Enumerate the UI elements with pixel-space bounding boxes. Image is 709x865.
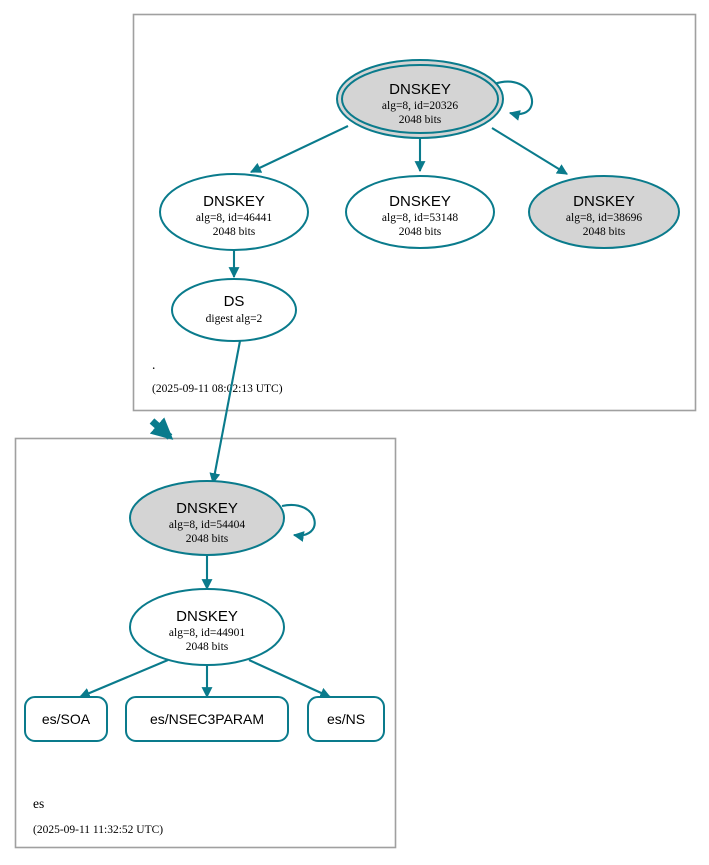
node-dnskey-54404[interactable]: DNSKEY alg=8, id=54404 2048 bits bbox=[129, 480, 316, 556]
edge-es-zsk-to-soa bbox=[78, 659, 169, 699]
node-title-54404: DNSKEY bbox=[176, 500, 238, 517]
edge-es-zsk-to-ns bbox=[248, 659, 331, 698]
node-params-ds-es: digest alg=2 bbox=[206, 313, 263, 325]
node-outline-53148 bbox=[345, 175, 495, 249]
edge-group-es bbox=[78, 555, 331, 699]
node-size-53148: 2048 bits bbox=[399, 226, 442, 238]
node-outline-ds-es bbox=[171, 278, 297, 342]
node-title-38696: DNSKEY bbox=[573, 193, 635, 210]
edge-root-ksk-to-zsk38696 bbox=[491, 127, 568, 175]
node-label-es-ns: es/NS bbox=[327, 711, 365, 727]
node-dnskey-44901[interactable]: DNSKEY alg=8, id=44901 2048 bits bbox=[129, 588, 285, 666]
node-outline-es-ns bbox=[307, 696, 385, 742]
zone-label-root: . bbox=[152, 357, 155, 372]
zone-label-es: es bbox=[33, 796, 44, 811]
node-params-46441: alg=8, id=46441 bbox=[196, 212, 272, 224]
node-size-20326: 2048 bits bbox=[399, 114, 442, 126]
node-params-53148: alg=8, id=53148 bbox=[382, 212, 458, 224]
node-size-54404: 2048 bits bbox=[186, 533, 229, 545]
node-dnskey-53148[interactable]: DNSKEY alg=8, id=53148 2048 bits bbox=[345, 175, 495, 249]
node-label-es-nsec3param: es/NSEC3PARAM bbox=[150, 711, 264, 727]
node-rrset-es-ns[interactable]: es/NS bbox=[307, 696, 385, 742]
node-outline-44901 bbox=[129, 588, 285, 666]
edge-root-ksk-to-zsk46441 bbox=[250, 125, 349, 173]
node-outline-es-nsec3param bbox=[125, 696, 289, 742]
node-outline-es-soa bbox=[24, 696, 108, 742]
self-loop-dnskey-20326 bbox=[493, 80, 534, 121]
node-label-es-soa: es/SOA bbox=[42, 711, 91, 727]
edge-zone-delegation-root-to-es bbox=[149, 417, 174, 440]
node-title-ds-es: DS bbox=[224, 293, 245, 310]
node-size-38696: 2048 bits bbox=[583, 226, 626, 238]
node-params-44901: alg=8, id=44901 bbox=[169, 627, 245, 639]
node-title-46441: DNSKEY bbox=[203, 193, 265, 210]
zone-timestamp-es: (2025-09-11 11:32:52 UTC) bbox=[33, 824, 163, 836]
node-rrset-es-nsec3param[interactable]: es/NSEC3PARAM bbox=[125, 696, 289, 742]
node-title-20326: DNSKEY bbox=[389, 81, 451, 98]
node-params-54404: alg=8, id=54404 bbox=[169, 519, 245, 531]
node-dnskey-46441[interactable]: DNSKEY alg=8, id=46441 2048 bits bbox=[159, 173, 309, 251]
node-rrset-es-soa[interactable]: es/SOA bbox=[24, 696, 108, 742]
node-outline-inner-20326 bbox=[341, 64, 499, 134]
node-outline-46441 bbox=[159, 173, 309, 251]
self-loop-dnskey-54404 bbox=[281, 503, 316, 542]
node-title-53148: DNSKEY bbox=[389, 193, 451, 210]
node-size-46441: 2048 bits bbox=[213, 226, 256, 238]
node-dnskey-38696[interactable]: DNSKEY alg=8, id=38696 2048 bits bbox=[528, 175, 680, 249]
node-size-44901: 2048 bits bbox=[186, 641, 229, 653]
node-params-20326: alg=8, id=20326 bbox=[382, 100, 458, 112]
node-dnskey-20326[interactable]: DNSKEY alg=8, id=20326 2048 bits bbox=[336, 59, 534, 139]
zone-timestamp-root: (2025-09-11 08:02:13 UTC) bbox=[152, 383, 283, 395]
node-ds-es[interactable]: DS digest alg=2 bbox=[171, 278, 297, 342]
edge-ds-to-es-ksk bbox=[209, 340, 242, 485]
node-params-38696: alg=8, id=38696 bbox=[566, 212, 642, 224]
node-title-44901: DNSKEY bbox=[176, 608, 238, 625]
node-outline-54404 bbox=[129, 480, 285, 556]
node-outline-38696 bbox=[528, 175, 680, 249]
